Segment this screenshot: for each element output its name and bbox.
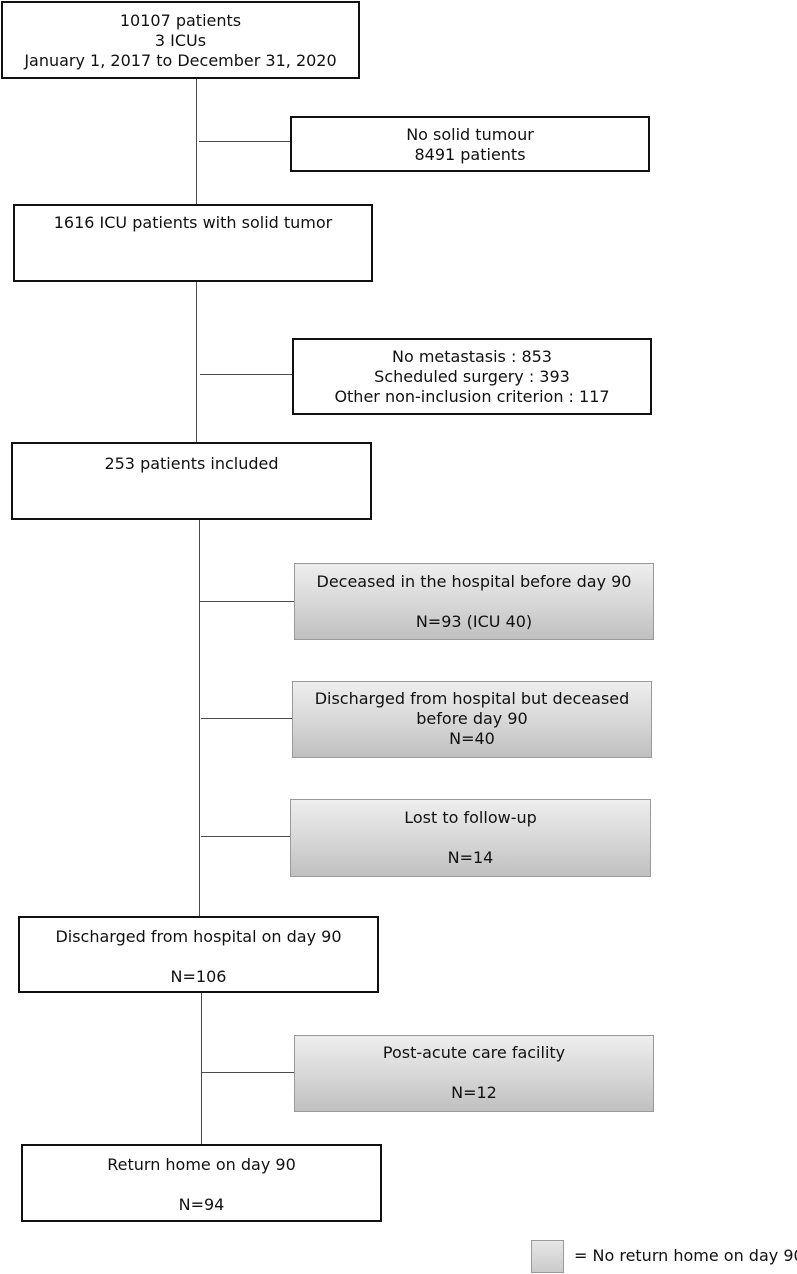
no-tumour-box: No solid tumour 8491 patients — [290, 116, 650, 172]
connector-line — [199, 141, 290, 142]
return-home-count: N=94 — [178, 1195, 225, 1214]
post-acute-box: Post-acute care facility N=12 — [294, 1035, 654, 1112]
start-patients-text: 10107 patients — [119, 11, 242, 30]
discharged-deceased-text: Discharged from hospital but deceased — [314, 689, 630, 708]
lost-follow-up-text: Lost to follow-up — [404, 808, 537, 827]
connector-line — [201, 1072, 294, 1073]
solid-tumor-box: 1616 ICU patients with solid tumor — [13, 204, 373, 282]
connector-line — [200, 374, 292, 375]
connector-line — [199, 520, 200, 916]
no-metastasis-text: No metastasis : 853 — [392, 347, 552, 366]
discharged-deceased-box: Discharged from hospital but deceased be… — [292, 681, 652, 758]
included-text: 253 patients included — [104, 454, 279, 473]
connector-line — [200, 601, 294, 602]
connector-line — [196, 78, 197, 204]
connector-line — [201, 718, 292, 719]
solid-tumor-text: 1616 ICU patients with solid tumor — [53, 213, 333, 232]
legend-swatch — [531, 1240, 564, 1273]
deceased-hospital-box: Deceased in the hospital before day 90 N… — [294, 563, 654, 640]
no-tumour-text: No solid tumour — [406, 125, 534, 144]
no-tumour-count: 8491 patients — [414, 145, 526, 164]
deceased-hospital-text: Deceased in the hospital before day 90 — [316, 572, 632, 591]
included-box: 253 patients included — [11, 442, 372, 520]
discharged-day90-box: Discharged from hospital on day 90 N=106 — [18, 916, 379, 993]
discharged-day90-text: Discharged from hospital on day 90 — [55, 927, 342, 946]
start-period-text: January 1, 2017 to December 31, 2020 — [24, 51, 337, 70]
return-home-text: Return home on day 90 — [107, 1155, 296, 1174]
lost-follow-up-count: N=14 — [447, 848, 494, 867]
post-acute-text: Post-acute care facility — [382, 1043, 566, 1062]
start-population-box: 10107 patients 3 ICUs January 1, 2017 to… — [1, 1, 360, 79]
lost-follow-up-box: Lost to follow-up N=14 — [290, 799, 651, 877]
discharged-deceased-text-2: before day 90 — [416, 709, 528, 728]
post-acute-count: N=12 — [451, 1083, 497, 1102]
return-home-box: Return home on day 90 N=94 — [21, 1144, 382, 1222]
discharged-deceased-count: N=40 — [449, 729, 495, 748]
connector-line — [201, 836, 290, 837]
deceased-hospital-count: N=93 (ICU 40) — [415, 612, 533, 631]
start-icus-text: 3 ICUs — [154, 31, 207, 50]
other-criterion-text: Other non-inclusion criterion : 117 — [334, 387, 610, 406]
discharged-day90-count: N=106 — [170, 967, 227, 986]
connector-line — [196, 282, 197, 442]
scheduled-surgery-text: Scheduled surgery : 393 — [374, 367, 570, 386]
connector-line — [201, 993, 202, 1144]
non-inclusion-box: No metastasis : 853 Scheduled surgery : … — [292, 338, 652, 415]
legend-label: = No return home on day 90 — [574, 1246, 797, 1265]
